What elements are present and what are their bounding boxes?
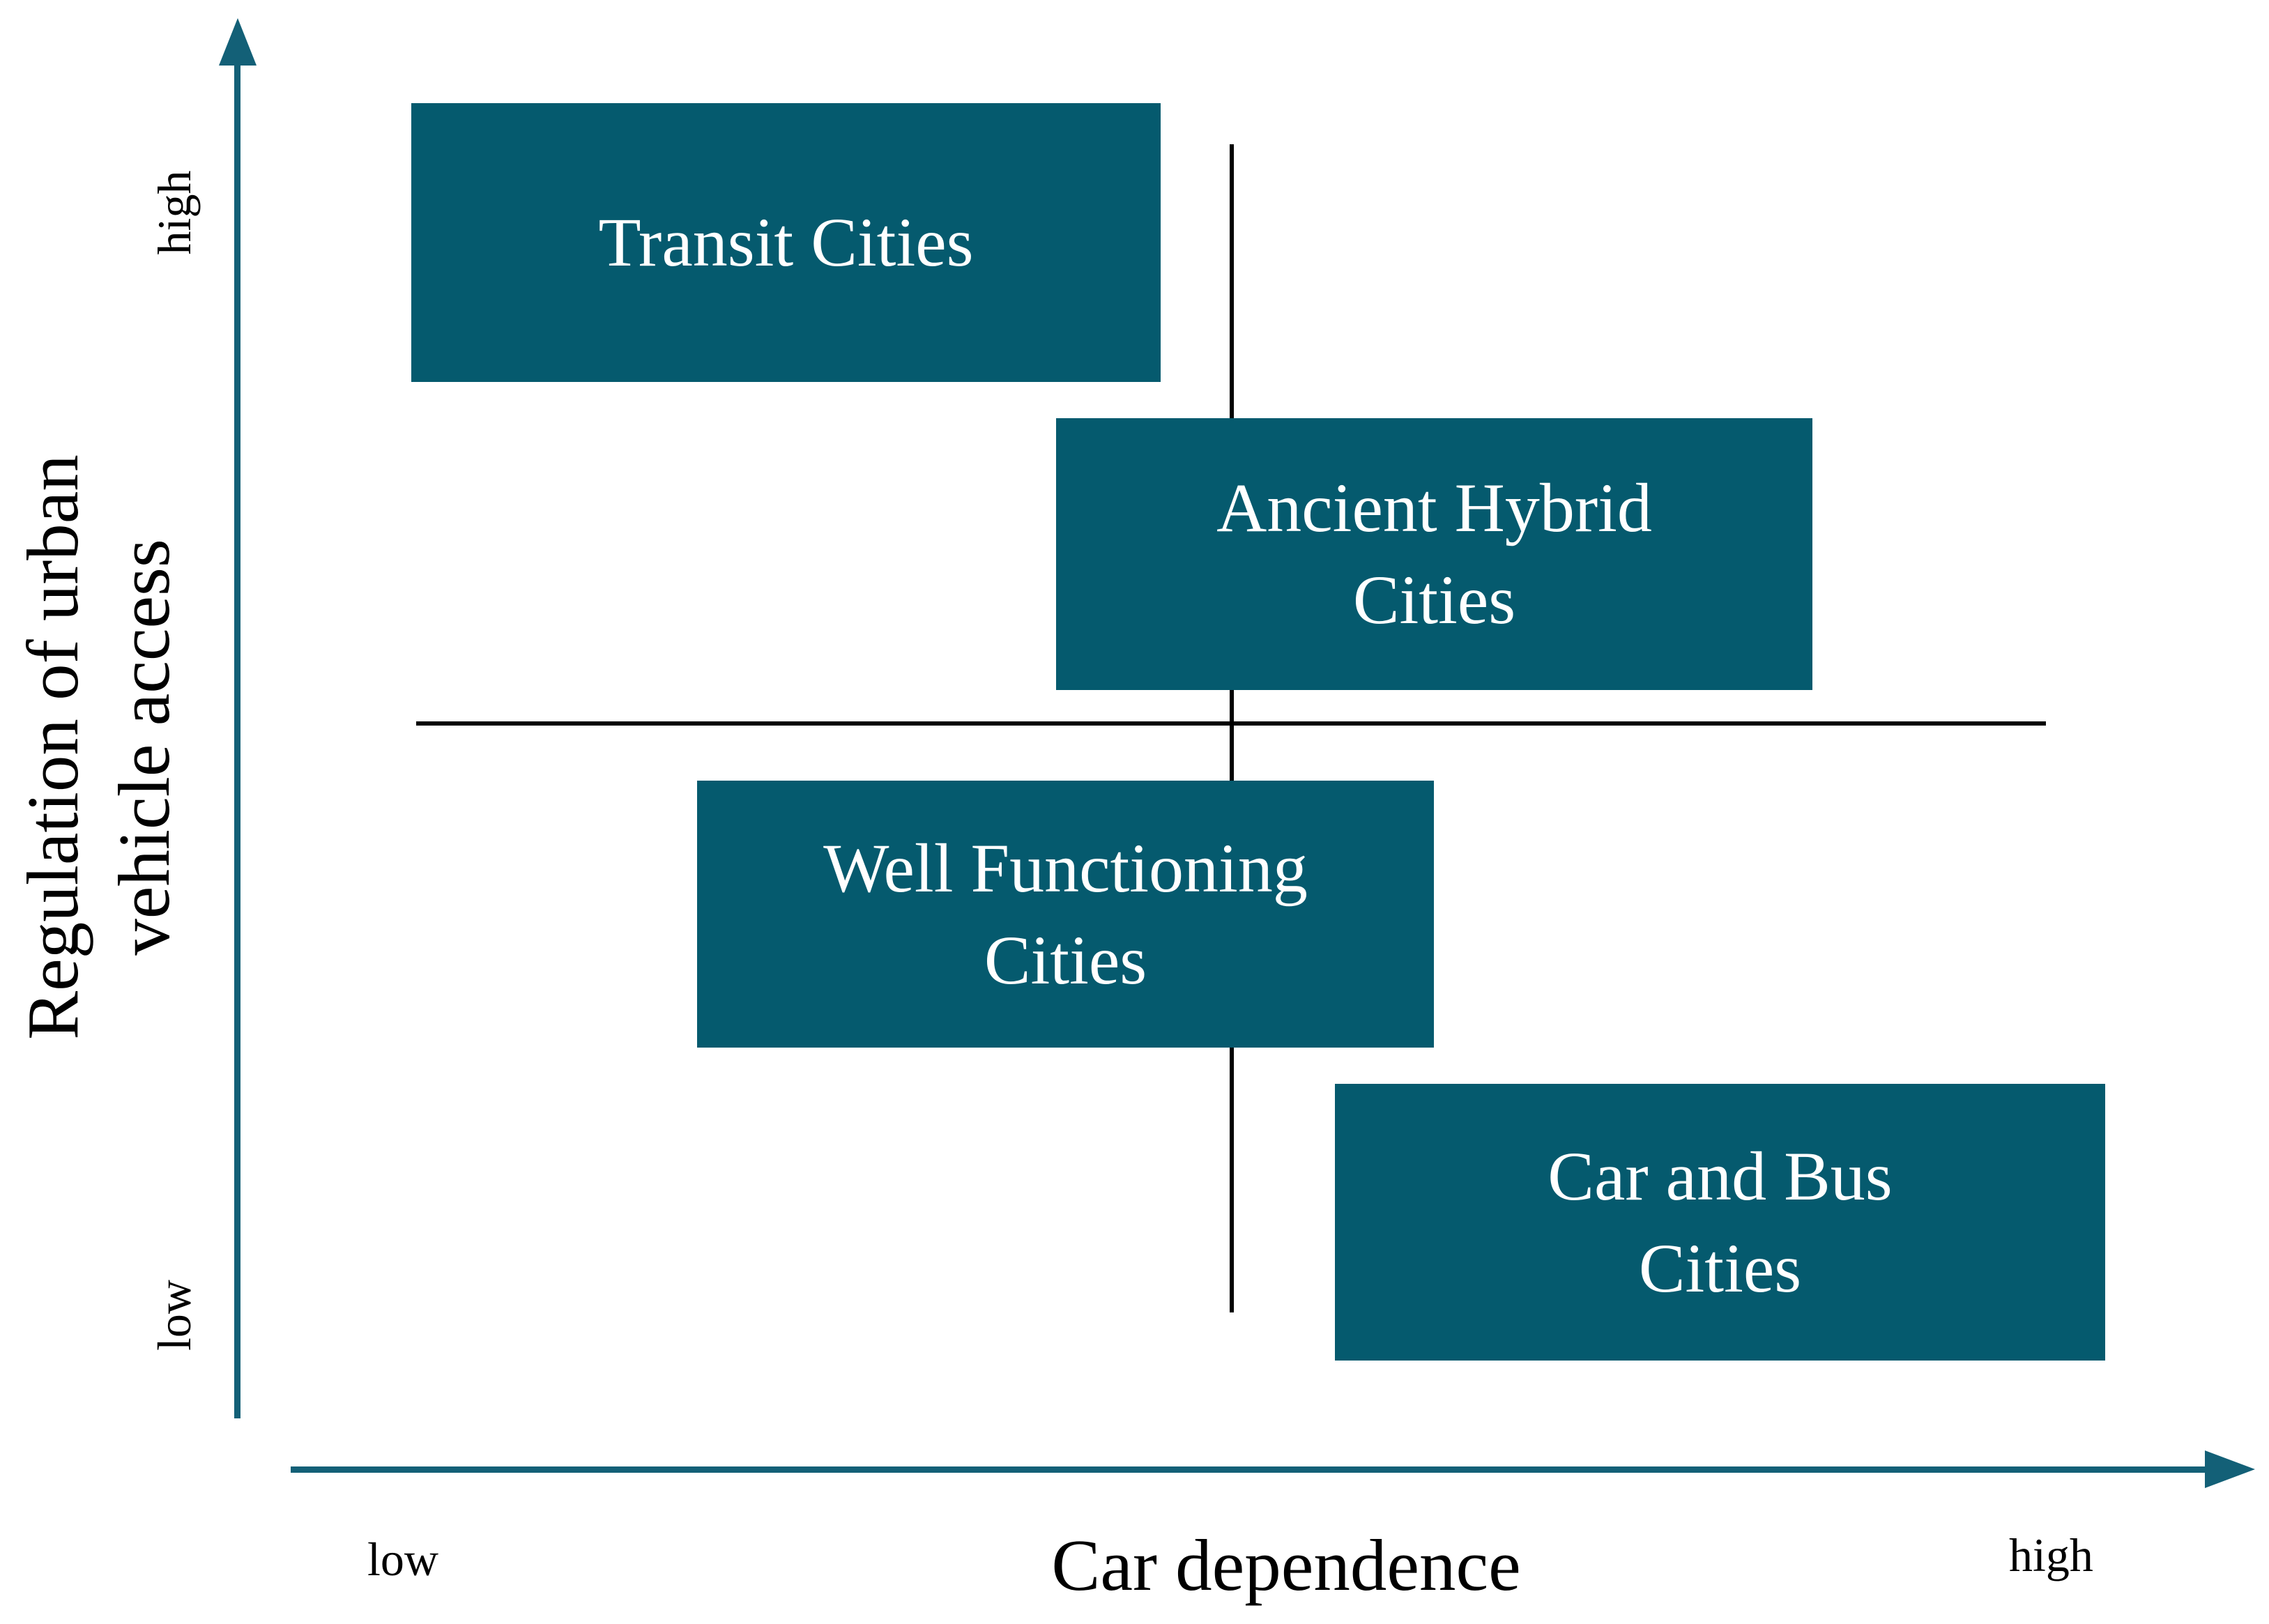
ancient-hybrid-cities-box: Ancient Hybrid Cities [1056, 418, 1812, 690]
ancient-hybrid-cities-label-line2: Cities [1352, 561, 1516, 638]
x-axis-arrowhead-icon [2205, 1450, 2255, 1488]
y-axis-title: Regulation of urban vehicle access [7, 406, 195, 1089]
transit-cities-label: Transit Cities [598, 204, 974, 281]
y-axis-title-line2: vehicle access [103, 539, 185, 956]
well-functioning-cities-box: Well Functioning Cities [697, 781, 1434, 1048]
car-and-bus-cities-box: Car and Bus Cities [1335, 1084, 2105, 1361]
car-and-bus-cities-label-line2: Cities [1638, 1229, 1802, 1307]
y-axis-title-line1: Regulation of urban [12, 454, 93, 1040]
car-and-bus-cities-label-line1: Car and Bus [1548, 1137, 1893, 1215]
x-axis-title: Car dependence [1051, 1524, 1521, 1606]
ancient-hybrid-cities-label-line1: Ancient Hybrid [1216, 469, 1652, 546]
y-axis-high-label: high [148, 170, 201, 255]
x-axis-line [291, 1466, 2206, 1473]
transit-cities-box: Transit Cities [411, 103, 1161, 382]
quadrant-vertical-divider [1230, 144, 1234, 1312]
y-axis-low-label: low [148, 1280, 201, 1351]
y-axis-arrowhead-icon [219, 18, 257, 66]
x-axis-high-label: high [2009, 1529, 2093, 1581]
x-axis-low-label: low [367, 1533, 438, 1586]
well-functioning-cities-label-line1: Well Functioning [823, 829, 1308, 907]
well-functioning-cities-label-line2: Cities [984, 921, 1147, 999]
y-axis-line [234, 42, 240, 1418]
